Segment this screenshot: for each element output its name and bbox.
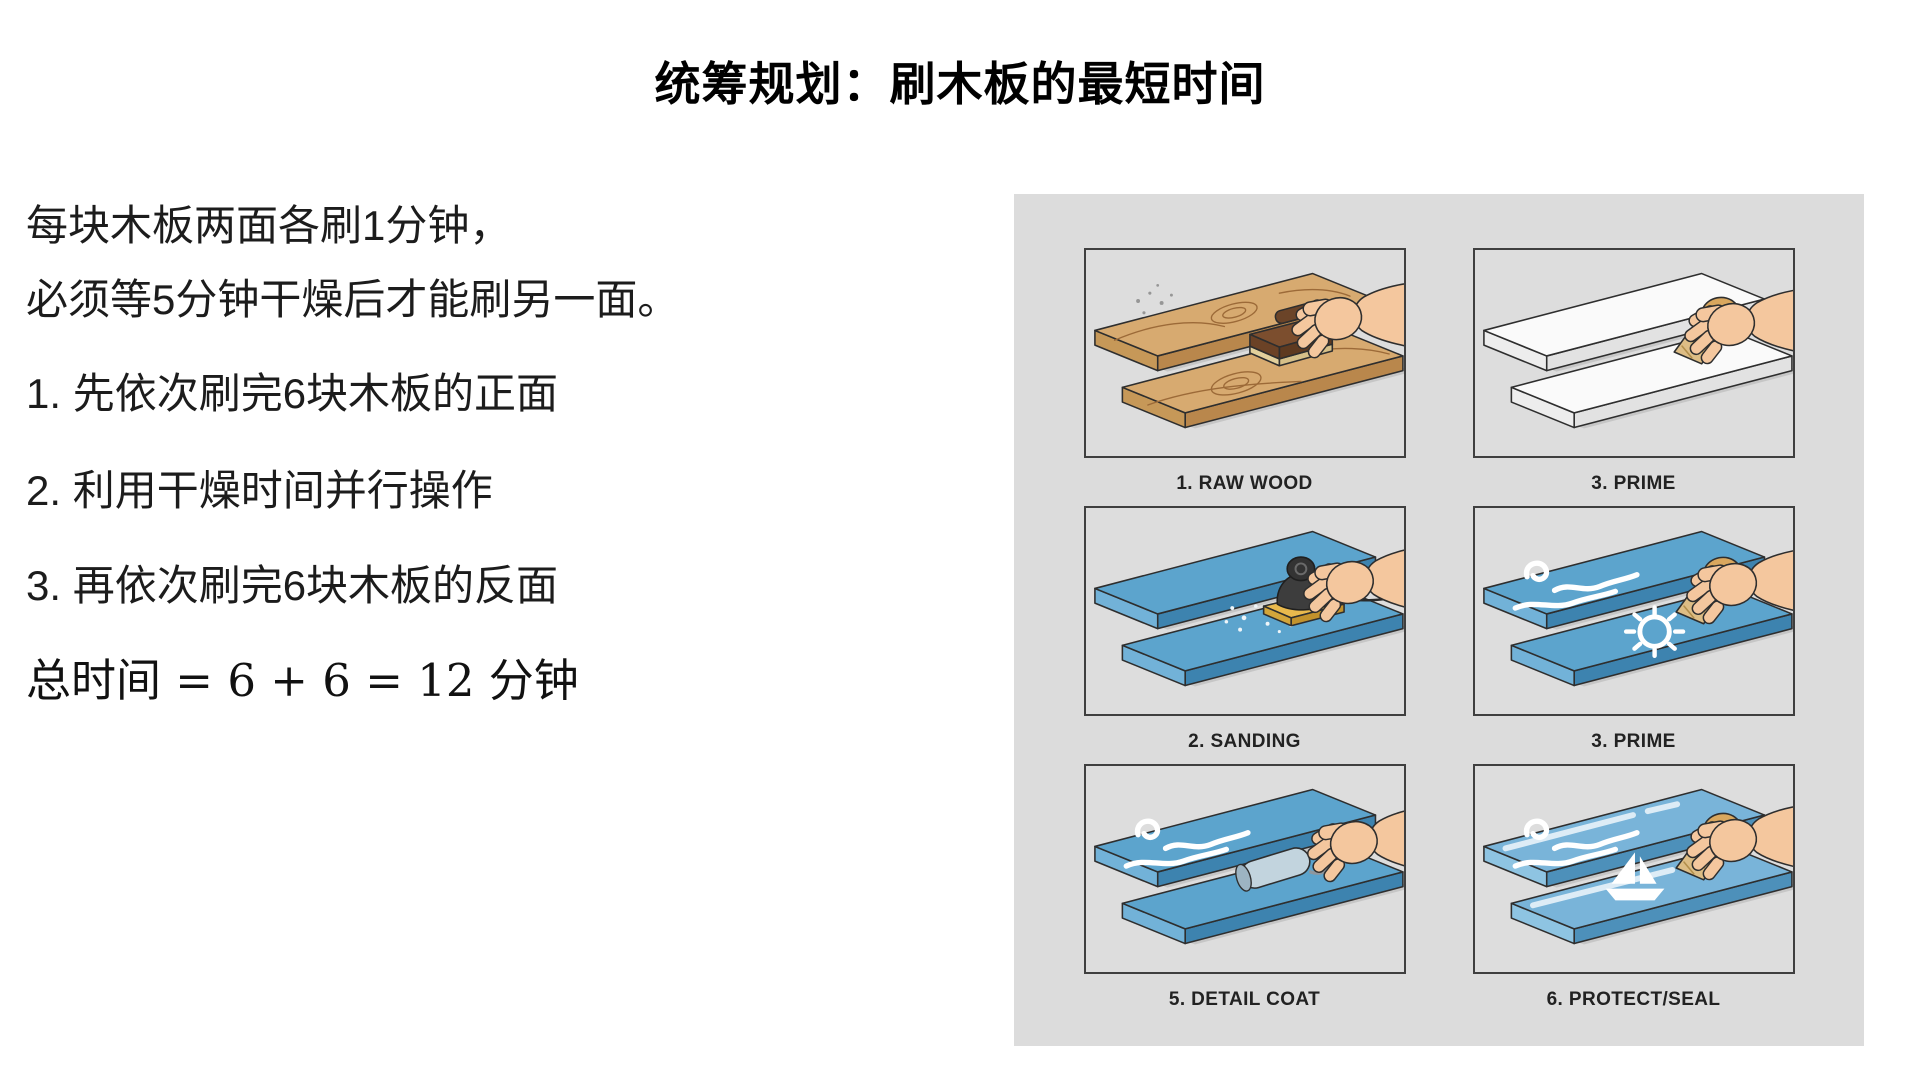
- panel-caption: 6. PROTECT/SEAL: [1546, 989, 1721, 1010]
- process-illustration-panel: 1. RAW WOOD 3. PRIME 2. SANDING 3. PRIME…: [1014, 194, 1864, 1046]
- figure-panel-detail-coat: 5. DETAIL COAT: [1083, 764, 1406, 1022]
- detail-coat-illustration: [1093, 788, 1404, 945]
- panel-caption: 3. PRIME: [1591, 473, 1676, 494]
- step-item-1: 1. 先依次刷完6块木板的正面: [26, 370, 559, 417]
- prime-decor-illustration: [1482, 530, 1793, 687]
- panel-frame: [1083, 248, 1406, 458]
- panel-caption: 3. PRIME: [1591, 731, 1676, 752]
- figure-panel-prime-mid: 3. PRIME: [1472, 506, 1795, 764]
- panel-frame: [1083, 764, 1406, 974]
- figure-panel-protect-seal: 6. PROTECT/SEAL: [1472, 764, 1795, 1022]
- panel-frame: [1472, 764, 1795, 974]
- step-item-3: 3. 再依次刷完6块木板的反面: [26, 562, 559, 609]
- intro-line-2: 必须等5分钟干燥后才能刷另一面。: [26, 276, 680, 323]
- raw-wood-illustration: [1093, 272, 1404, 429]
- figure-panel-sanding: 2. SANDING: [1083, 506, 1406, 764]
- panel-frame: [1472, 248, 1795, 458]
- prime-white-illustration: [1482, 272, 1793, 429]
- step-item-2: 2. 利用干燥时间并行操作: [26, 467, 493, 514]
- panel-frame: [1083, 506, 1406, 716]
- panel-caption: 2. SANDING: [1188, 731, 1301, 752]
- page-title: 统筹规划：刷木板的最短时间: [654, 58, 1266, 110]
- panel-frame: [1472, 506, 1795, 716]
- figure-panel-prime-top: 3. PRIME: [1472, 248, 1795, 506]
- figure-panel-raw-wood: 1. RAW WOOD: [1083, 248, 1406, 506]
- protect-seal-illustration: [1482, 788, 1793, 945]
- panel-caption: 5. DETAIL COAT: [1168, 989, 1321, 1010]
- panel-caption: 1. RAW WOOD: [1176, 473, 1313, 494]
- sanding-illustration: [1093, 530, 1404, 687]
- total-time-formula: 总时间 = 6 + 6 = 12 分钟: [26, 654, 579, 707]
- intro-line-1: 每块木板两面各刷1分钟，: [26, 202, 512, 249]
